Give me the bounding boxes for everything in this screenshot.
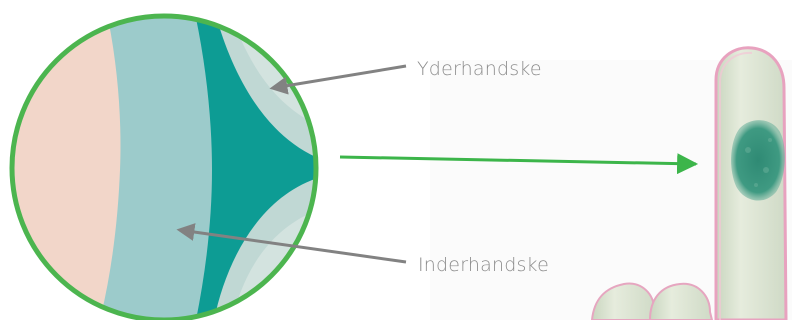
pointer-inner-glove xyxy=(176,223,407,264)
magnified-glove-layers xyxy=(12,16,316,320)
pointer-outer-glove xyxy=(269,64,407,95)
contamination-stain xyxy=(731,120,785,201)
gloved-hand-image xyxy=(590,46,788,320)
label-inner-glove: Inderhandske xyxy=(418,254,549,276)
label-outer-glove: Yderhandske xyxy=(417,58,542,80)
arrow-to-hand xyxy=(339,153,699,175)
magnifier-outline xyxy=(9,13,319,320)
